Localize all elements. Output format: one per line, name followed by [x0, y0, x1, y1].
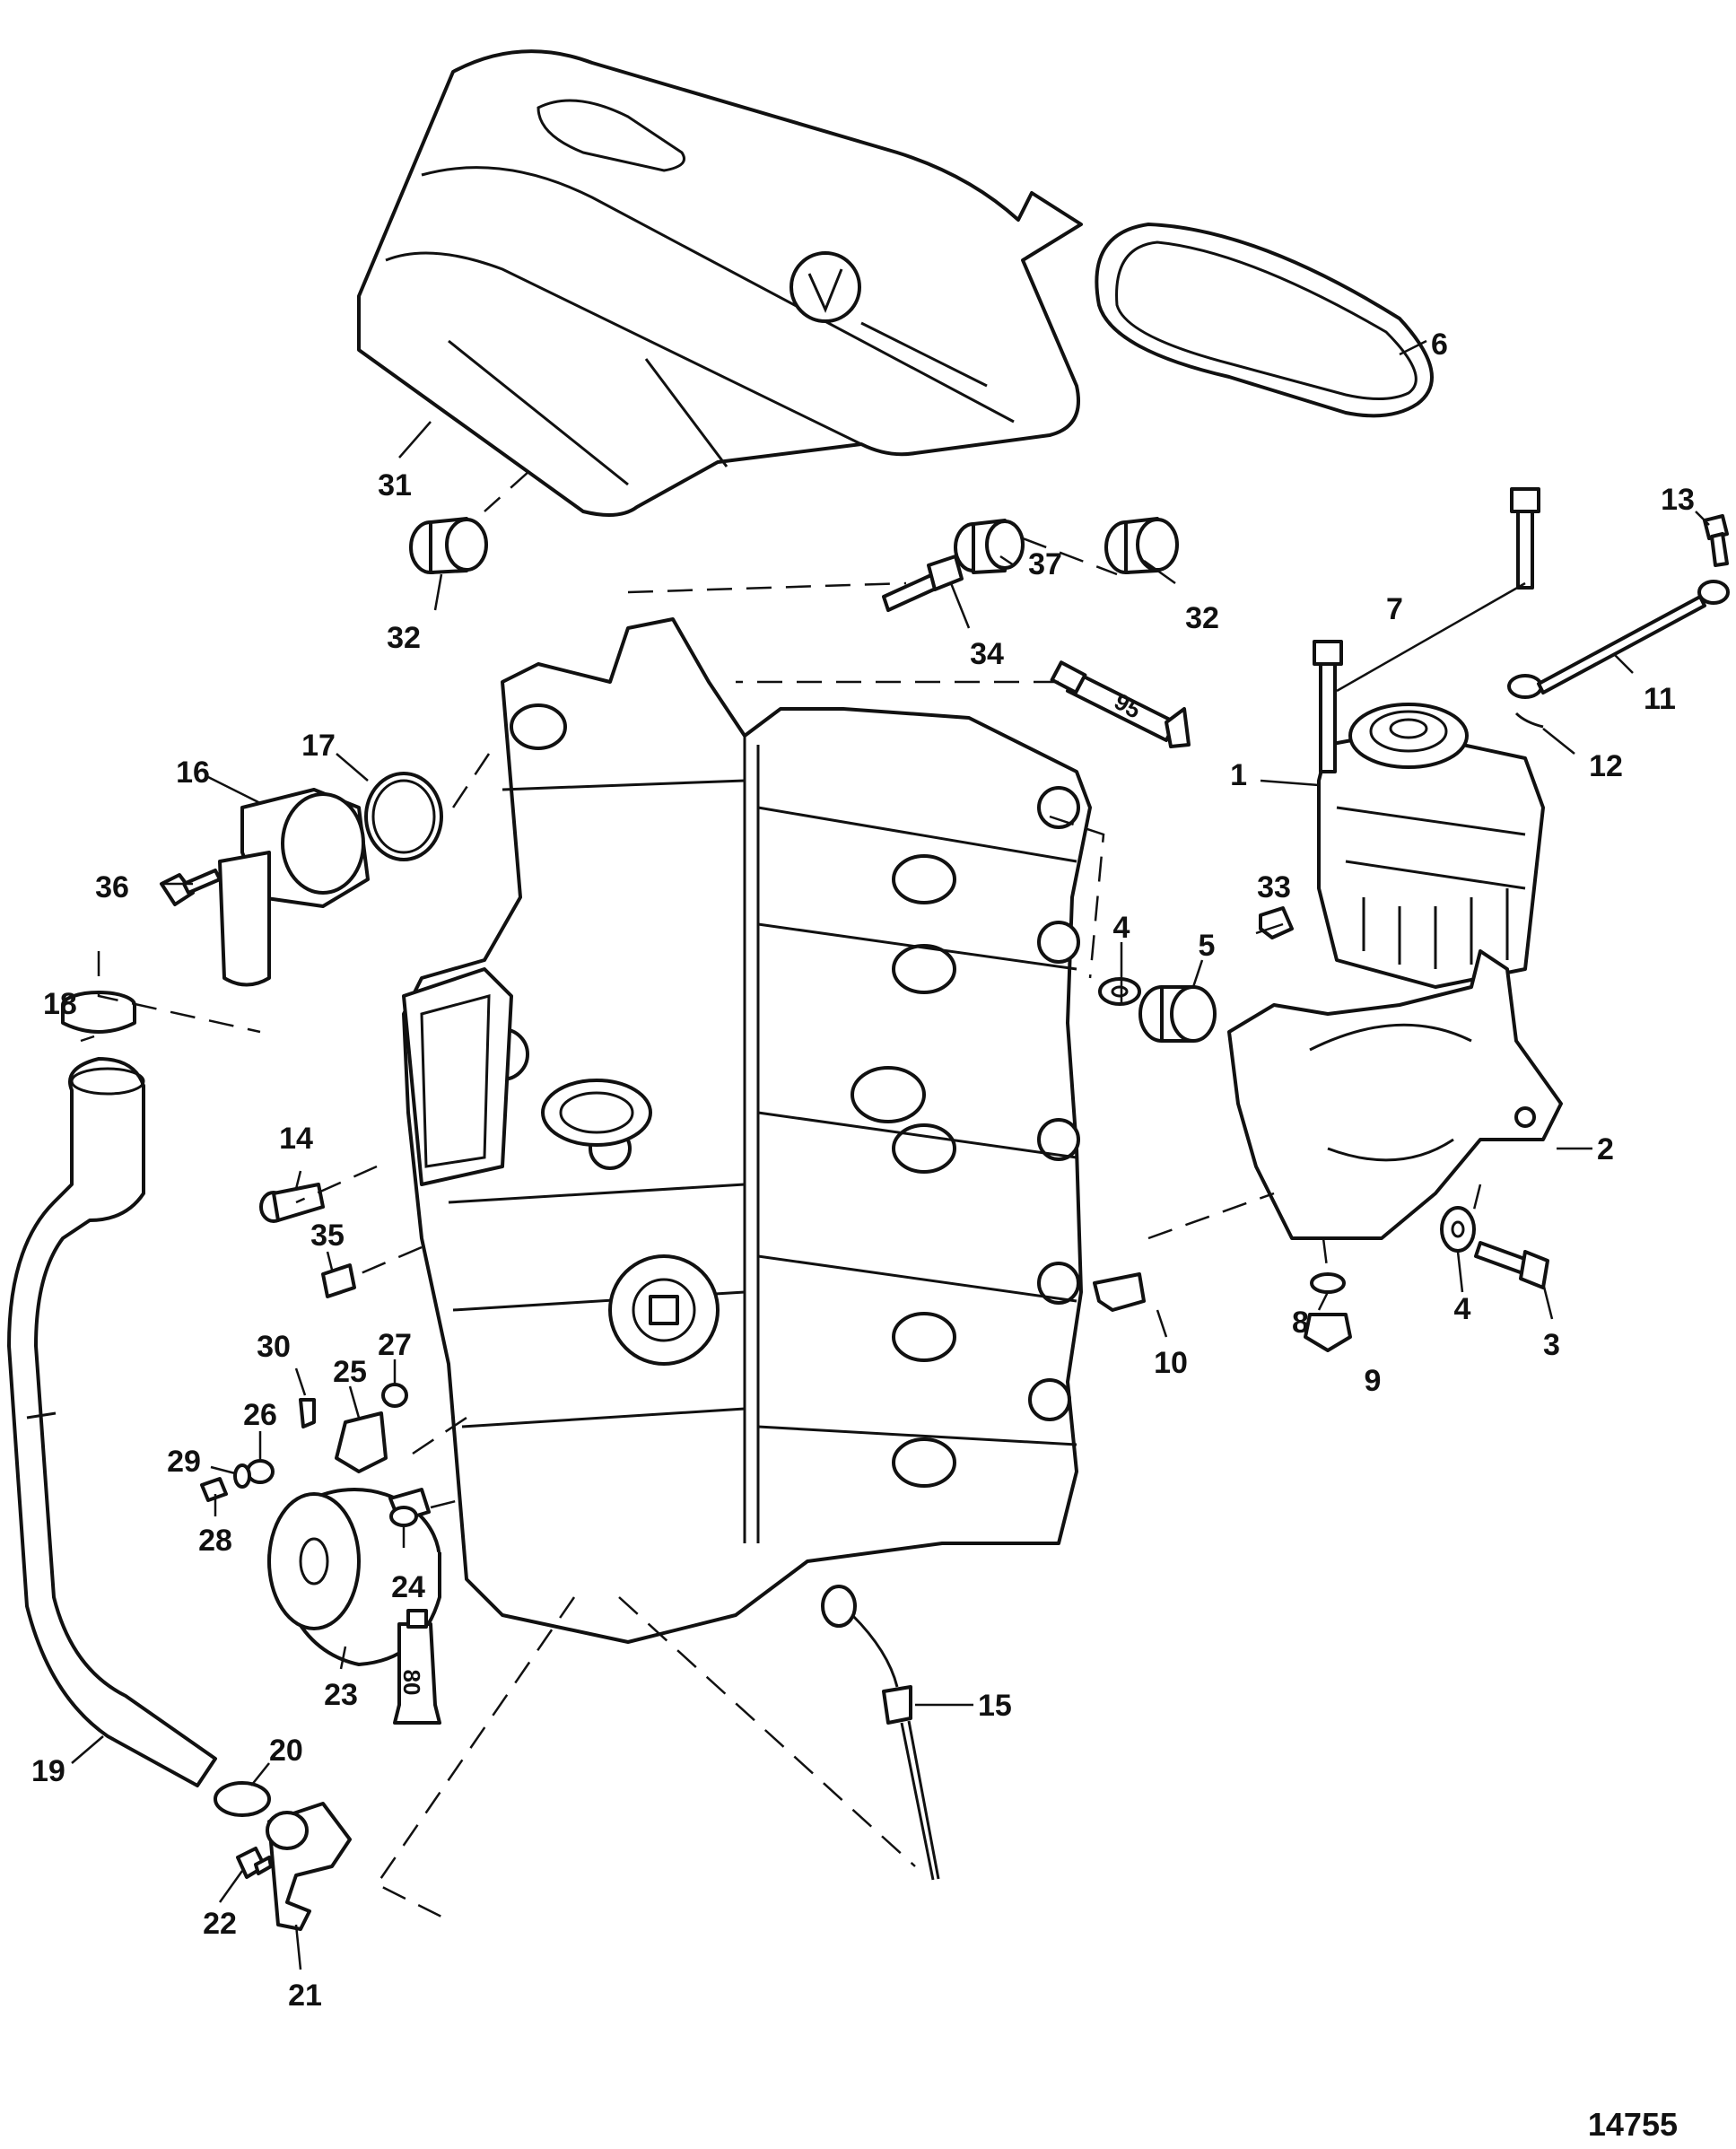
washer-8	[1310, 1272, 1346, 1294]
sensor-14	[259, 1183, 325, 1223]
callout-30: 30	[257, 1330, 291, 1364]
dipstick	[821, 1585, 940, 1881]
washer-27	[381, 1383, 408, 1408]
stud-34	[882, 555, 964, 612]
figure-id: 14755	[1588, 2106, 1678, 2143]
callout-20: 20	[269, 1734, 303, 1768]
callout-5: 5	[1199, 929, 1216, 963]
screw-22	[236, 1847, 273, 1879]
nut-9	[1304, 1313, 1352, 1352]
fitting-24	[388, 1488, 431, 1527]
bracket-25	[335, 1411, 388, 1473]
assembly-lines	[97, 470, 1482, 1922]
callout-15: 15	[978, 1689, 1012, 1723]
callout-23: 23	[324, 1678, 358, 1712]
callout-3: 3	[1543, 1328, 1560, 1362]
leader-lines	[71, 339, 1710, 1970]
callout-33: 33	[1257, 870, 1291, 904]
callout-7: 7	[1386, 592, 1403, 626]
callout-21: 21	[288, 1979, 322, 2013]
bolt-7	[1313, 640, 1343, 773]
grommet-32a	[409, 517, 488, 574]
callout-32b: 32	[1185, 601, 1219, 635]
bolt-7b	[1510, 487, 1540, 590]
callout-17: 17	[301, 729, 336, 763]
hose-fitting	[266, 1802, 352, 1931]
sealant-tube-95: 95	[1050, 660, 1191, 748]
cylinder-bosses	[475, 703, 1080, 1488]
grommet-32b	[1104, 517, 1179, 574]
plug-35	[321, 1263, 356, 1298]
callout-26: 26	[243, 1398, 277, 1432]
callout-29: 29	[167, 1445, 201, 1479]
callout-11: 11	[1644, 682, 1676, 716]
callout-31: 31	[378, 468, 412, 502]
nut-33	[1259, 906, 1294, 939]
callout-37: 37	[1028, 547, 1062, 581]
washer-29	[233, 1463, 251, 1489]
alternator	[1317, 703, 1545, 989]
grommet-37	[954, 519, 1025, 574]
flywheel-cover	[357, 49, 1083, 517]
callout-28: 28	[198, 1524, 232, 1558]
callout-34: 34	[970, 637, 1004, 671]
clip-10	[1093, 1272, 1146, 1312]
bolt-3	[1474, 1241, 1549, 1289]
callout-24: 24	[391, 1570, 425, 1604]
washer-26	[246, 1459, 275, 1484]
callout-1: 1	[1230, 758, 1247, 792]
callout-2: 2	[1597, 1132, 1614, 1166]
callout-25: 25	[333, 1355, 367, 1389]
clip-12	[1514, 712, 1544, 729]
callout-27: 27	[378, 1328, 412, 1362]
clip-30	[299, 1398, 316, 1428]
alternator-bracket	[1227, 949, 1563, 1240]
coolant-hose	[7, 1057, 217, 1787]
o-ring	[364, 772, 443, 861]
callout-12: 12	[1589, 749, 1623, 783]
callout-18: 18	[43, 987, 77, 1021]
callout-36: 36	[95, 870, 129, 904]
ground-strap-11	[1507, 580, 1730, 699]
callout-35: 35	[310, 1219, 345, 1253]
washer-4a	[1098, 977, 1141, 1006]
hose-clamp-18	[61, 991, 136, 1034]
callout-14: 14	[279, 1122, 313, 1156]
spacer-5	[1138, 985, 1217, 1043]
callout-32a: 32	[387, 621, 421, 655]
callout-16: 16	[176, 756, 210, 790]
screw-28	[200, 1477, 228, 1502]
callout-9: 9	[1365, 1364, 1382, 1398]
callout-6: 6	[1431, 328, 1448, 362]
drive-belt	[1095, 223, 1434, 418]
callout-8: 8	[1292, 1306, 1309, 1340]
callout-19: 19	[31, 1754, 65, 1788]
cylinder-block	[402, 617, 1092, 1644]
callout-4a: 4	[1113, 911, 1130, 945]
washer-4b	[1440, 1206, 1476, 1253]
screw-13	[1703, 514, 1729, 567]
callout-10: 10	[1154, 1346, 1188, 1380]
callout-22: 22	[203, 1907, 237, 1941]
hose-clamp-20	[214, 1781, 271, 1817]
callout-13: 13	[1661, 483, 1695, 517]
callout-4b: 4	[1454, 1292, 1471, 1326]
thermostat-housing	[218, 788, 370, 987]
bolt-36	[160, 869, 222, 906]
sealant-tube-80: 80	[393, 1609, 441, 1725]
tube-label-80: 80	[398, 1670, 425, 1696]
callout-labels: 1 2 3 4 4 5 6 7 8 9 10 11 12 13 14 15 16…	[31, 328, 1695, 2013]
